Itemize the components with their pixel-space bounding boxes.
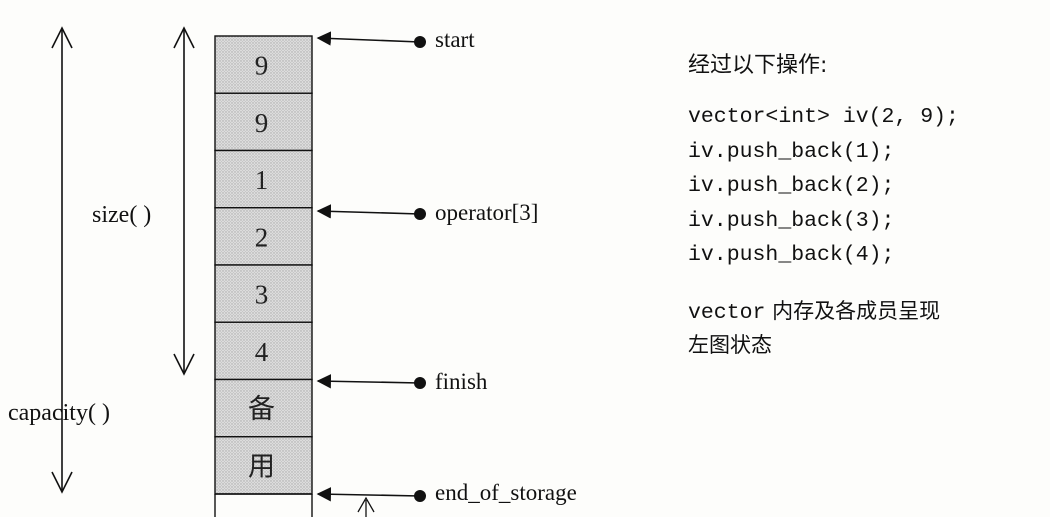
code-line: iv.push_back(1); [688,139,895,164]
start-label: start [435,27,475,52]
explanation-panel: 经过以下操作: vector<int> iv(2, 9); iv.push_ba… [688,52,1048,361]
code-line: vector<int> iv(2, 9); [688,105,959,129]
memory-cell: 4 [214,321,313,381]
memory-cell: 3 [214,264,313,323]
panel-heading: 经过以下操作: [688,53,828,78]
memory-cell-label: 9 [255,51,269,81]
end-of-storage-pointer [316,487,426,502]
memory-cell-label: 4 [255,337,269,367]
code-line: iv.push_back(2); [688,174,895,198]
description-code-word: vector [688,300,766,325]
memory-cell-label: 3 [255,280,269,310]
operator-pointer [316,204,426,220]
description-line-1: 内存及各成员呈现 [765,298,941,323]
start-pointer [316,31,426,48]
description-line-2: 左图状态 [688,332,772,357]
capacity-arrow [51,26,73,494]
memory-cell: 2 [214,207,313,266]
capacity-label: capacity( ) [8,400,110,426]
end-of-storage-label: end_of_storage [435,480,577,505]
memory-cell: 9 [214,92,313,152]
finish-pointer [316,374,426,389]
memory-cell-label: 1 [255,165,269,195]
description: vector 内存及各成员呈现 左图状态 [688,295,1048,361]
storage-end-cell [214,493,313,517]
memory-cell: 用 [214,436,313,495]
code-block: vector<int> iv(2, 9); iv.push_back(1); i… [688,100,1048,273]
small-up-arrow [357,496,375,517]
finish-label: finish [435,369,488,394]
code-line: iv.push_back(4); [688,243,895,267]
operator-label: operator[3] [435,200,538,225]
size-label: size( ) [92,202,151,228]
memory-cell-label: 备 [248,394,275,424]
memory-cell-label: 2 [255,222,269,252]
memory-cell: 9 [214,35,313,94]
code-line: iv.push_back(3); [688,208,895,233]
memory-cell-label: 9 [255,108,269,138]
size-arrow [173,26,195,376]
memory-cell: 备 [214,378,313,438]
memory-cell-label: 用 [248,451,275,481]
memory-cell: 1 [214,149,313,209]
memory-block: 9 9 1 2 3 4 备用 [214,35,313,495]
